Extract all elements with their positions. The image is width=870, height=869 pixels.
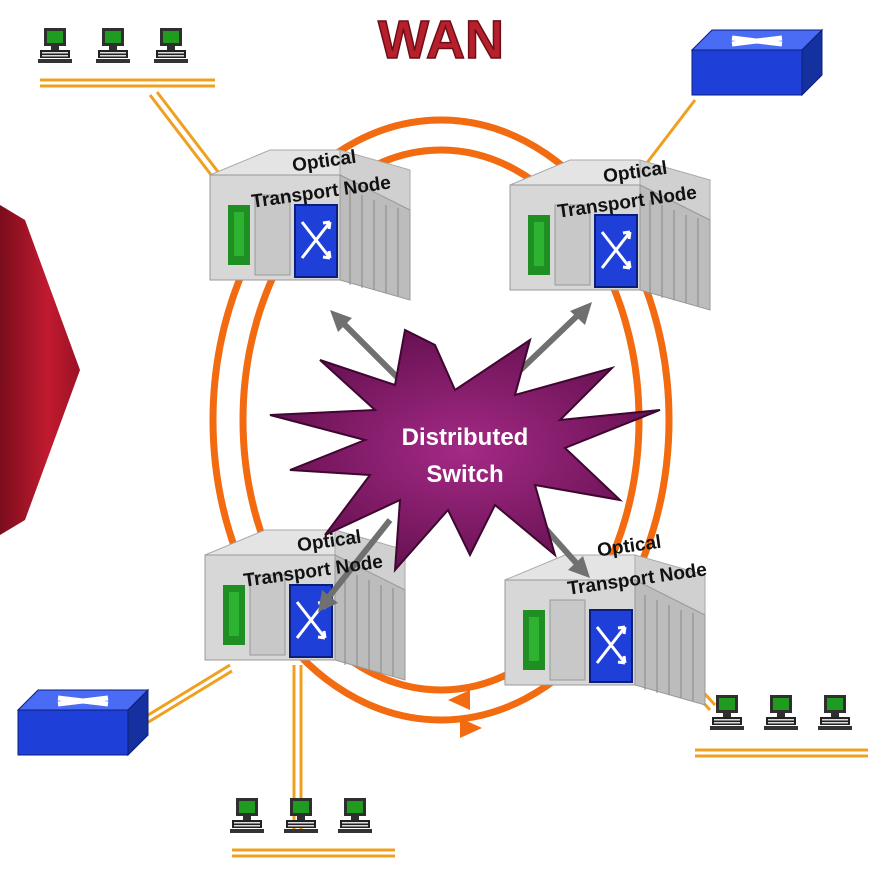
workstation-icon [230,798,264,833]
ring-arrowhead-right [460,718,482,738]
distributed-switch-burst [269,328,661,573]
ring-arrowhead-left [448,690,470,710]
workstation-icon [96,28,130,63]
workstation-icon [38,28,72,63]
workstation-icon [818,695,852,730]
chevron-shape [0,205,80,535]
inner-ring [239,146,643,694]
node-label-bottom-right-line1: Optical [596,532,663,562]
workstation-cluster-bottom [230,798,372,833]
workstation-icon [710,695,744,730]
page-title: WAN [378,10,504,70]
outer-ring [209,116,673,724]
workstation-icon [284,798,318,833]
workstation-cluster-top-left [38,28,188,63]
distributed-switch-label-line2: Switch [426,461,503,488]
router-icon [18,690,148,755]
workstation-icon [338,798,372,833]
router-icon [692,30,822,95]
distributed-switch-label-line1: Distributed [402,424,529,451]
workstation-icon [764,695,798,730]
workstation-cluster-bottom-right [710,695,852,730]
workstation-icon [154,28,188,63]
